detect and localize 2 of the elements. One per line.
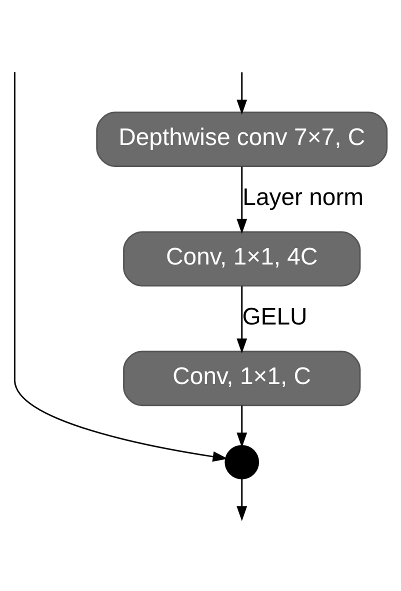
edge-label: GELU — [242, 303, 308, 330]
edge-label: Layer norm — [242, 184, 364, 211]
